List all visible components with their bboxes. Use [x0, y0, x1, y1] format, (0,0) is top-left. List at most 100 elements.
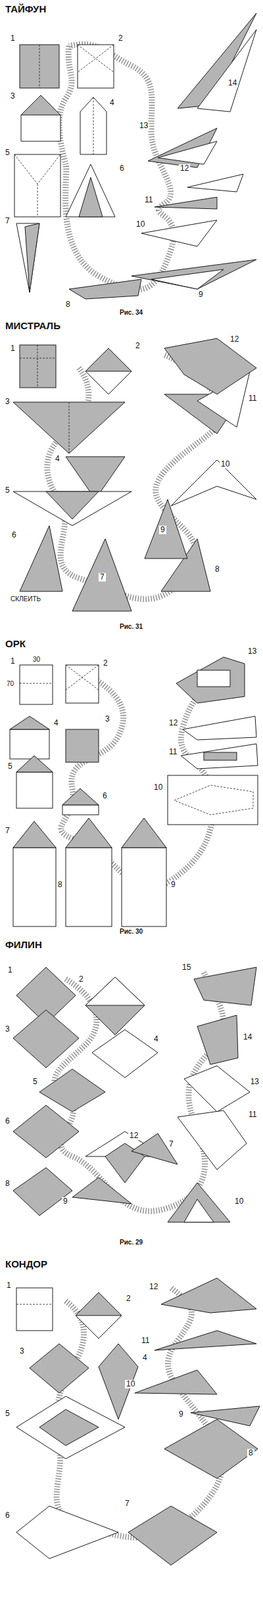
paper-line	[37, 184, 39, 217]
step-number: 5	[6, 762, 14, 772]
step-number: 11	[247, 394, 258, 404]
step-number: 5	[31, 1078, 39, 1087]
paper-polygon	[164, 338, 257, 395]
paper-polygon	[85, 977, 145, 1006]
step-number: 10	[152, 783, 164, 793]
paper-polygon	[170, 460, 257, 507]
figure-caption: Рис. 34	[118, 309, 144, 317]
paper-rect	[16, 1288, 53, 1332]
paper-polygon	[65, 818, 112, 849]
step-number: 14	[241, 1033, 254, 1043]
paper-polygon	[98, 1344, 139, 1421]
figure-caption: Рис. 30	[118, 928, 144, 936]
paper-rect	[19, 345, 56, 388]
paper-rect	[203, 752, 237, 761]
paper-rect	[19, 44, 60, 89]
paper-polygon	[75, 1293, 122, 1317]
section-typhoon	[14, 13, 257, 300]
figure-caption: Рис. 31	[118, 623, 144, 631]
paper-line	[37, 345, 39, 388]
paper-polygon	[161, 1278, 257, 1314]
paper-polygon	[151, 269, 224, 290]
step-number: 1	[9, 34, 17, 43]
paper-polygon	[62, 789, 99, 806]
paper-polygon	[167, 1183, 231, 1223]
dimension-label: 30	[31, 656, 42, 664]
step-number: 6	[3, 1512, 12, 1521]
paper-polygon	[164, 1420, 258, 1480]
paper-polygon	[39, 1069, 106, 1113]
paper-polygon	[19, 526, 63, 592]
paper-polygon	[69, 279, 142, 300]
step-number: 6	[10, 531, 18, 540]
section-filin	[13, 967, 257, 1223]
paper-polygon	[16, 756, 53, 773]
step-number: 12	[147, 1283, 160, 1292]
paper-polygon	[75, 1293, 122, 1340]
paper-polygon	[144, 499, 188, 559]
paper-rect	[19, 665, 53, 705]
paper-polygon	[182, 716, 257, 741]
step-number: 9	[159, 526, 167, 535]
paper-polygon	[13, 1010, 79, 1069]
paper-polygon	[72, 1178, 132, 1205]
step-number: 7	[123, 1500, 131, 1509]
step-number: 1	[5, 1282, 13, 1291]
paper-rect	[65, 665, 99, 704]
step-number: 11	[140, 1337, 151, 1346]
step-number: 7	[3, 827, 12, 836]
paper-polygon	[13, 402, 125, 454]
paper-rect	[121, 848, 167, 928]
paper-polygon	[16, 223, 40, 293]
step-number: 8	[56, 881, 64, 890]
paper-polygon	[92, 1030, 158, 1079]
step-number: 7	[3, 216, 12, 226]
paper-polygon	[78, 177, 103, 217]
paper-polygon	[13, 491, 132, 526]
paper-rect	[65, 848, 112, 928]
paper-polygon	[65, 164, 116, 217]
paper-line	[93, 97, 95, 155]
step-number: 14	[226, 78, 239, 88]
section-ork	[9, 657, 258, 928]
step-number: 15	[180, 963, 192, 973]
paper-polygon	[157, 141, 217, 165]
step-number: 9	[197, 290, 205, 300]
paper-rect	[9, 729, 50, 760]
paper-polygon	[46, 491, 99, 520]
step-number: 6	[118, 164, 126, 173]
step-number: 10	[134, 220, 146, 229]
paper-polygon	[39, 1410, 99, 1447]
step-number: 3	[9, 92, 17, 101]
paper-polygon	[16, 1397, 125, 1460]
step-number: 4	[141, 1354, 149, 1363]
paper-polygon	[147, 128, 217, 168]
paper-rect	[16, 772, 53, 809]
paper-polygon	[13, 821, 56, 849]
paper-rect	[62, 805, 99, 816]
section-title: ФИЛИН	[3, 940, 44, 952]
paper-polygon	[13, 1105, 79, 1159]
step-number: 4	[52, 719, 60, 728]
figure-caption: Рис. 29	[118, 1239, 144, 1247]
step-number: 5	[3, 1410, 12, 1419]
step-number: 10	[124, 1380, 137, 1390]
paper-polygon	[190, 1407, 260, 1427]
step-number: 10	[233, 1197, 245, 1207]
step-number: 11	[143, 195, 154, 205]
step-number: 13	[246, 647, 258, 657]
paper-rect	[77, 44, 114, 89]
paper-line	[69, 402, 70, 454]
paper-polygon	[176, 657, 245, 704]
paper-rect	[13, 848, 56, 928]
paper-polygon	[80, 97, 107, 155]
step-number: 4	[152, 1035, 160, 1045]
paper-polygon	[21, 95, 61, 116]
paper-line	[16, 1305, 53, 1306]
step-number: 7	[167, 1140, 175, 1150]
paper-line	[65, 665, 99, 691]
step-number: 1	[9, 344, 17, 354]
step-number: 9	[177, 1410, 185, 1420]
